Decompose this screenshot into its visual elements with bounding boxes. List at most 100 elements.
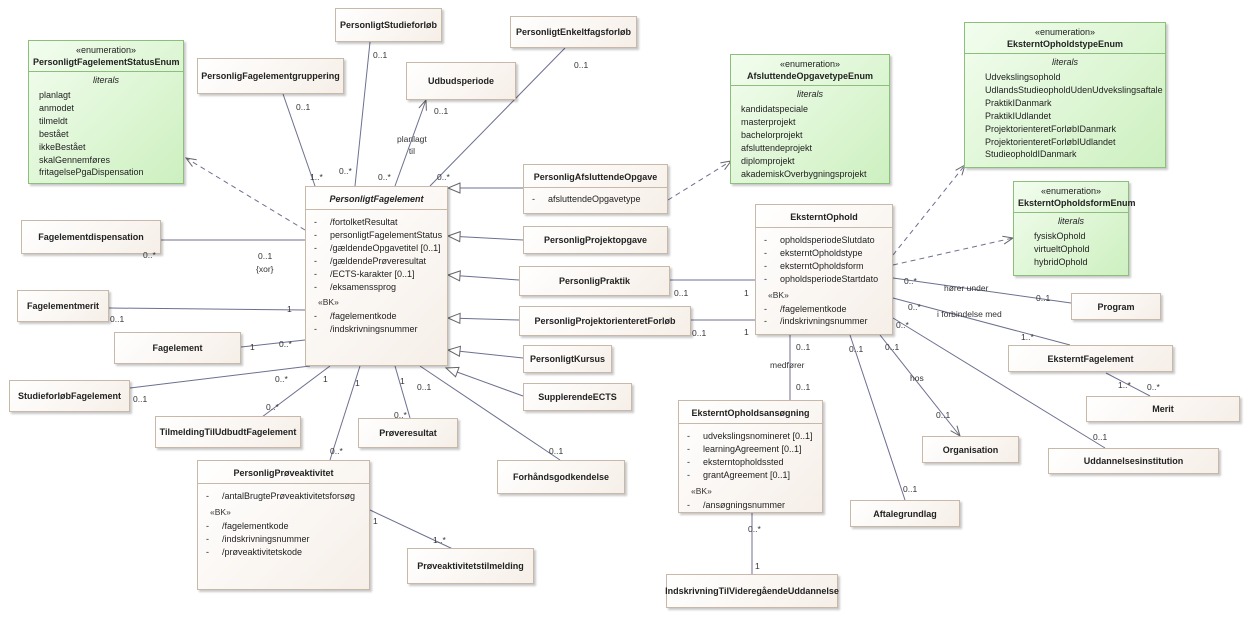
assoc-proeveaktivitet xyxy=(329,365,361,461)
attribute: /indskrivningsnummer xyxy=(330,324,418,335)
class-tilmelding-til-udbudt-fagelement[interactable]: TilmeldingTilUdbudtFagelement xyxy=(155,416,301,448)
assoc-merit xyxy=(108,307,306,311)
class-fagelementdispensation[interactable]: Fagelementdispensation xyxy=(21,220,161,254)
class-uddannelsesinstitution[interactable]: Uddannelsesinstitution xyxy=(1048,448,1219,474)
dep-opgavetype-enum xyxy=(667,161,731,201)
class-program[interactable]: Program xyxy=(1071,293,1161,320)
class-personlig-proeveaktivitet[interactable]: PersonligPrøveaktivitet -/antalBrugtePrø… xyxy=(197,460,370,590)
literal: anmodet xyxy=(39,102,75,113)
class-proeveresultat[interactable]: Prøveresultat xyxy=(358,418,458,448)
enum-name: EksterntOpholdsformEnum xyxy=(1018,198,1136,208)
multiplicity: 0..* xyxy=(275,374,288,384)
bk-stereotype: «BK» xyxy=(691,485,712,496)
dep-opholdstype-enum xyxy=(892,165,965,256)
class-personligt-kursus[interactable]: PersonligtKursus xyxy=(523,345,612,373)
attribute: /gældendePrøveresultat xyxy=(330,255,427,266)
attribute: learningAgreement [0..1] xyxy=(703,443,802,454)
multiplicity: 0..* xyxy=(266,402,279,412)
multiplicity: 0..1 xyxy=(674,288,689,298)
class-personlig-projektorienteret-forloeb[interactable]: PersonligProjektorienteretForløb xyxy=(519,306,691,336)
multiplicity: 1 xyxy=(287,304,292,314)
multiplicity: 1 xyxy=(744,327,749,337)
multiplicity: 0..1 xyxy=(417,382,432,392)
multiplicity: 0..1 xyxy=(1093,432,1108,442)
class-personlig-afsluttende-opgave[interactable]: PersonligAfsluttendeOpgave -afsluttendeO… xyxy=(523,164,668,214)
class-personlig-praktik[interactable]: PersonligPraktik xyxy=(519,266,670,296)
class-personlig-projektopgave[interactable]: PersonligProjektopgave xyxy=(523,226,668,254)
multiplicity: 0..1 xyxy=(796,382,811,392)
attribute: opholdsperiodeSlutdato xyxy=(780,235,875,245)
literal: StudieopholdIDanmark xyxy=(985,149,1077,160)
multiplicity: 0..* xyxy=(904,276,917,286)
class-forhaandsgodkendelse[interactable]: Forhåndsgodkendelse xyxy=(497,460,625,494)
dep-opholdsform-enum xyxy=(892,238,1013,266)
class-personligt-enkeltfagsforloeb[interactable]: PersonligtEnkeltfagsforløb xyxy=(510,16,637,48)
multiplicity: 0..* xyxy=(330,446,343,456)
multiplicity: 0..1 xyxy=(549,446,564,456)
class-name: PersonligtKursus xyxy=(529,354,605,364)
class-name: PersonligAfsluttendeOpgave xyxy=(524,165,667,188)
multiplicity: 0..1 xyxy=(373,50,388,60)
multiplicity: 0..1 xyxy=(133,394,148,404)
attribute: /gældendeOpgavetitel [0..1] xyxy=(330,242,441,253)
class-fagelementmerit[interactable]: Fagelementmerit xyxy=(17,290,109,322)
assoc-ophold-aftale xyxy=(849,334,906,501)
class-name: Aftalegrundlag xyxy=(873,508,937,519)
class-name: Program xyxy=(1097,301,1135,312)
literal: ProjektorienteretForløbIDanmark xyxy=(985,123,1117,134)
class-personligt-studieforloeb[interactable]: PersonligtStudieforløb xyxy=(335,8,442,42)
assoc-ophold-org xyxy=(879,334,960,436)
enum-eksternt-opholdsform[interactable]: «enumeration»EksterntOpholdsformEnum lit… xyxy=(1013,181,1136,276)
literals-heading: literals xyxy=(1051,57,1078,67)
multiplicity: 0..* xyxy=(748,524,761,534)
class-name: Udbudsperiode xyxy=(427,76,494,86)
enum-personligt-fagelement-status[interactable]: «enumeration»PersonligtFagelementStatusE… xyxy=(28,40,184,184)
literal: planlagt xyxy=(39,90,71,100)
class-organisation[interactable]: Organisation xyxy=(922,436,1019,463)
literal: PraktikIUdlandet xyxy=(985,110,1052,121)
multiplicity: 0..1 xyxy=(258,251,273,261)
multiplicity: 0..1 xyxy=(1036,293,1051,303)
constraint-xor: {xor} xyxy=(256,264,274,274)
class-indskrivning-til-videregaaende-uddannelse[interactable]: IndskrivningTilVideregåendeUddannelse xyxy=(665,574,839,608)
class-udbudsperiode[interactable]: Udbudsperiode xyxy=(406,62,516,100)
association-label: medfører xyxy=(770,360,805,370)
class-name: Fagelementdispensation xyxy=(38,232,144,242)
class-merit[interactable]: Merit xyxy=(1086,396,1240,422)
attribute: grantAgreement [0..1] xyxy=(703,469,791,480)
class-eksternt-fagelement[interactable]: EksterntFagelement xyxy=(1008,345,1173,372)
multiplicity: 0..1 xyxy=(692,328,707,338)
attribute: opholdsperiodeStartdato xyxy=(780,273,879,284)
class-name: Fagelementmerit xyxy=(26,301,100,311)
attribute: /antalBrugtePrøveaktivitetsforsøg xyxy=(222,491,356,501)
class-fagelement[interactable]: Fagelement xyxy=(114,332,241,364)
assoc-studieforloebfag xyxy=(129,365,311,389)
multiplicity: 0..* xyxy=(908,302,921,312)
class-eksternt-ophold[interactable]: EksterntOphold -opholdsperiodeSlutdato -… xyxy=(755,204,893,335)
enum-stereotype: «enumeration» xyxy=(1040,186,1102,196)
multiplicity: 0..* xyxy=(437,172,450,182)
multiplicity: 0..* xyxy=(394,410,407,420)
class-eksternt-opholdsansoegning[interactable]: EksterntOpholdsansøgning -udvekslingsnom… xyxy=(678,400,823,513)
multiplicity: 0..1 xyxy=(296,102,311,112)
multiplicity: 1..* xyxy=(1021,332,1034,342)
attribute: /ansøgningsnummer xyxy=(703,499,786,510)
enum-eksternt-opholdstype[interactable]: «enumeration»EksterntOpholdstypeEnum lit… xyxy=(964,22,1166,168)
assoc-proeveresultat xyxy=(394,365,411,419)
class-supplerende-ects[interactable]: SupplerendeECTS xyxy=(523,383,632,411)
assoc-gruppering xyxy=(282,93,316,187)
class-name: PersonligtEnkeltfagsforløb xyxy=(515,27,631,37)
class-studieforloeb-fagelement[interactable]: StudieforløbFagelement xyxy=(9,380,130,412)
class-name: PersonligFagelementgruppering xyxy=(201,71,340,81)
multiplicity: 0..1 xyxy=(434,106,449,116)
class-personlig-fagelementgruppering[interactable]: PersonligFagelementgruppering xyxy=(197,58,344,94)
multiplicity: 0..* xyxy=(1147,382,1160,392)
attribute: /prøveaktivitetskode xyxy=(222,546,303,557)
class-proeveaktivitetstilmelding[interactable]: Prøveaktivitetstilmelding xyxy=(407,548,534,584)
assoc-forhaand xyxy=(419,365,561,461)
enum-afsluttende-opgavetype[interactable]: «enumeration»AfsluttendeOpgavetypeEnum l… xyxy=(730,54,890,184)
class-personligt-fagelement[interactable]: PersonligtFagelement -/fortolketResultat… xyxy=(305,186,448,366)
multiplicity: 1..* xyxy=(433,535,446,545)
class-aftalegrundlag[interactable]: Aftalegrundlag xyxy=(850,500,960,527)
